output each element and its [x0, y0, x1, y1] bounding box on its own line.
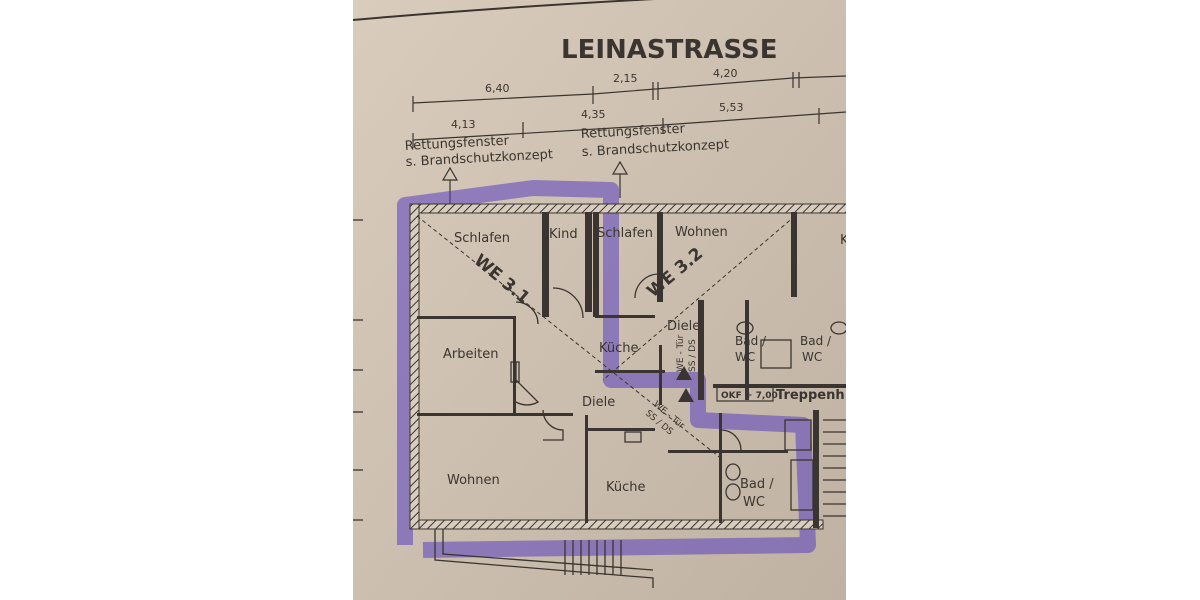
entry-arrow-icon	[678, 388, 694, 402]
room-bad-1-line2: WC	[743, 495, 765, 510]
stairwell-label: Treppenh	[776, 388, 845, 403]
floor-plan-drawing: LEINASTRASSE 6,40 2,15 4,20 4,13 4,35 5,…	[353, 0, 846, 600]
interior-walls	[417, 212, 846, 528]
unit-highlight-marker	[397, 180, 816, 558]
room-wohnen-2: Wohnen	[675, 225, 728, 240]
staircase	[823, 419, 846, 517]
margin-ticks	[353, 219, 363, 521]
note-right-line1: Rettungsfenster	[580, 122, 685, 142]
dim-second-2: 4,35	[581, 108, 606, 121]
room-bad-1-line1: Bad /	[740, 477, 774, 492]
door-we32-line1: WE - Tür	[676, 334, 686, 372]
entry-arrow-icon	[676, 366, 692, 380]
door-we32-line2: SS / DS	[688, 339, 698, 372]
exterior-walls	[409, 203, 846, 530]
note-left-line1: Rettungsfenster	[404, 134, 509, 154]
room-kueche-1: Küche	[606, 480, 646, 495]
room-bad-2a-line2: WC	[735, 350, 755, 364]
room-bad-2a-line1: Bad /	[735, 334, 767, 348]
room-kind: Kind	[549, 227, 578, 242]
unit-diagonals	[416, 215, 796, 461]
dim-second-1: 4,13	[451, 118, 476, 131]
page-edge-line	[353, 0, 655, 21]
room-diele-1: Diele	[582, 395, 615, 410]
level-box-frame	[716, 386, 774, 402]
room-wohnen-1: Wohnen	[447, 473, 500, 488]
room-schlafen-2: Schlafen	[597, 226, 653, 241]
door-swings	[510, 273, 846, 511]
room-partial-k: K	[840, 233, 846, 248]
room-bad-2b-line1: Bad /	[800, 334, 832, 348]
balcony-outline	[434, 529, 654, 588]
floor-plan-photo: LEINASTRASSE 6,40 2,15 4,20 4,13 4,35 5,…	[353, 0, 846, 600]
dim-second-3: 5,53	[719, 101, 744, 114]
room-bad-2b-line2: WC	[802, 350, 822, 364]
dim-top-2: 2,15	[613, 72, 638, 85]
room-diele-2: Diele	[667, 319, 700, 334]
paper-background	[353, 0, 846, 600]
dim-top-1: 6,40	[485, 82, 510, 95]
street-title: LEINASTRASSE	[561, 35, 778, 65]
room-arbeiten: Arbeiten	[443, 347, 498, 362]
room-schlafen-1: Schlafen	[454, 231, 510, 246]
dimension-lines	[412, 72, 846, 148]
room-kueche-2: Küche	[599, 341, 639, 356]
level-box-text: OKF + 7,00	[721, 391, 778, 401]
dim-top-3: 4,20	[713, 67, 738, 80]
